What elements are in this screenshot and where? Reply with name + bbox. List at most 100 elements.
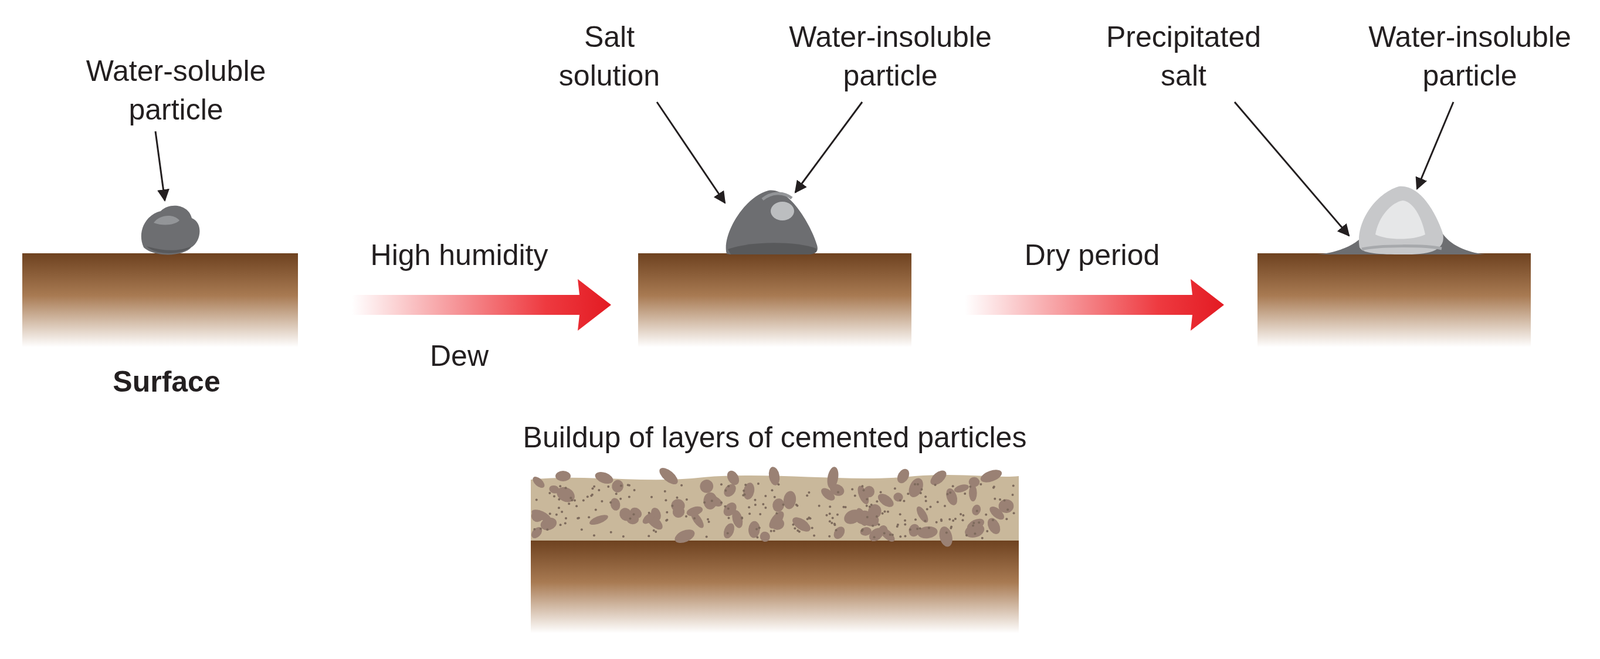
grain [570,499,574,502]
grain [811,527,814,530]
pebble [978,467,1004,486]
grain [573,499,576,502]
caption-label: Buildup of layers of cemented particles [393,418,1157,457]
grain [992,486,995,490]
pebble [866,503,883,521]
process-arrow [964,279,1225,331]
grain [903,519,907,522]
grain [903,523,907,527]
grain [626,483,630,487]
grain [940,519,943,522]
grain [899,535,902,538]
grain [590,495,593,498]
grain [924,495,927,498]
grain [609,531,613,534]
grain [742,489,745,493]
grain [693,517,696,520]
grain [633,489,636,492]
grain [580,528,583,531]
grain [873,536,876,539]
grain [564,517,568,520]
grain [761,503,765,506]
grain [594,509,598,512]
grain [943,504,947,508]
grain [1011,493,1015,497]
pebble [771,497,785,514]
pebble [968,476,981,488]
grain [592,485,596,488]
pebble [892,492,904,503]
grain [963,492,966,496]
grain [591,487,594,490]
grain [567,502,571,505]
callout-label: Salt solution [536,17,683,96]
grain [889,533,892,537]
pebble [895,466,913,486]
grain [985,530,989,533]
grain [575,504,578,508]
grain [924,500,928,503]
pebble [866,525,887,545]
grain [648,512,651,515]
process-arrow [351,279,612,331]
grain [560,510,564,514]
grain [853,495,857,498]
grain [875,515,879,518]
grain [727,516,731,520]
pebble [724,468,742,488]
grain [851,487,854,491]
grain [926,507,929,511]
grain [1003,499,1006,503]
grain [828,535,831,538]
grain [979,483,982,486]
grain [569,496,572,500]
leader-line [795,102,863,193]
grain [740,516,744,520]
grain [791,523,795,527]
grain [619,485,623,488]
grain [899,513,902,516]
grain [828,512,832,515]
grain [870,503,873,507]
leader-line [1234,102,1349,236]
grain [923,520,927,523]
pebble [720,500,740,520]
process-label: Dry period [968,235,1216,275]
grain [893,487,897,490]
grain [663,490,667,493]
grain [548,512,552,515]
process-label: Dew [371,336,548,376]
grain [586,495,589,498]
grain [597,489,600,492]
grain [675,496,679,500]
grain [535,499,538,502]
grain [891,533,894,537]
grain [539,527,542,531]
pebble [863,485,875,498]
pebble [688,509,707,531]
grain [758,513,762,516]
grain [977,521,981,524]
pebble [906,476,927,500]
pebble [818,485,837,503]
pebble [861,517,880,528]
pebble [697,477,717,497]
grain [842,506,845,509]
grain [557,498,561,501]
grain [747,506,751,509]
grain [961,519,965,522]
grain [968,485,972,488]
grain [609,501,612,504]
grain [833,523,836,527]
pebble [593,469,615,487]
grain [865,498,869,501]
grain [710,499,714,503]
pebble [968,484,978,502]
grain [707,520,711,524]
grain [632,513,636,516]
particle-with-salt [1316,186,1486,255]
grain [723,505,727,508]
crust-texture [529,465,1015,549]
